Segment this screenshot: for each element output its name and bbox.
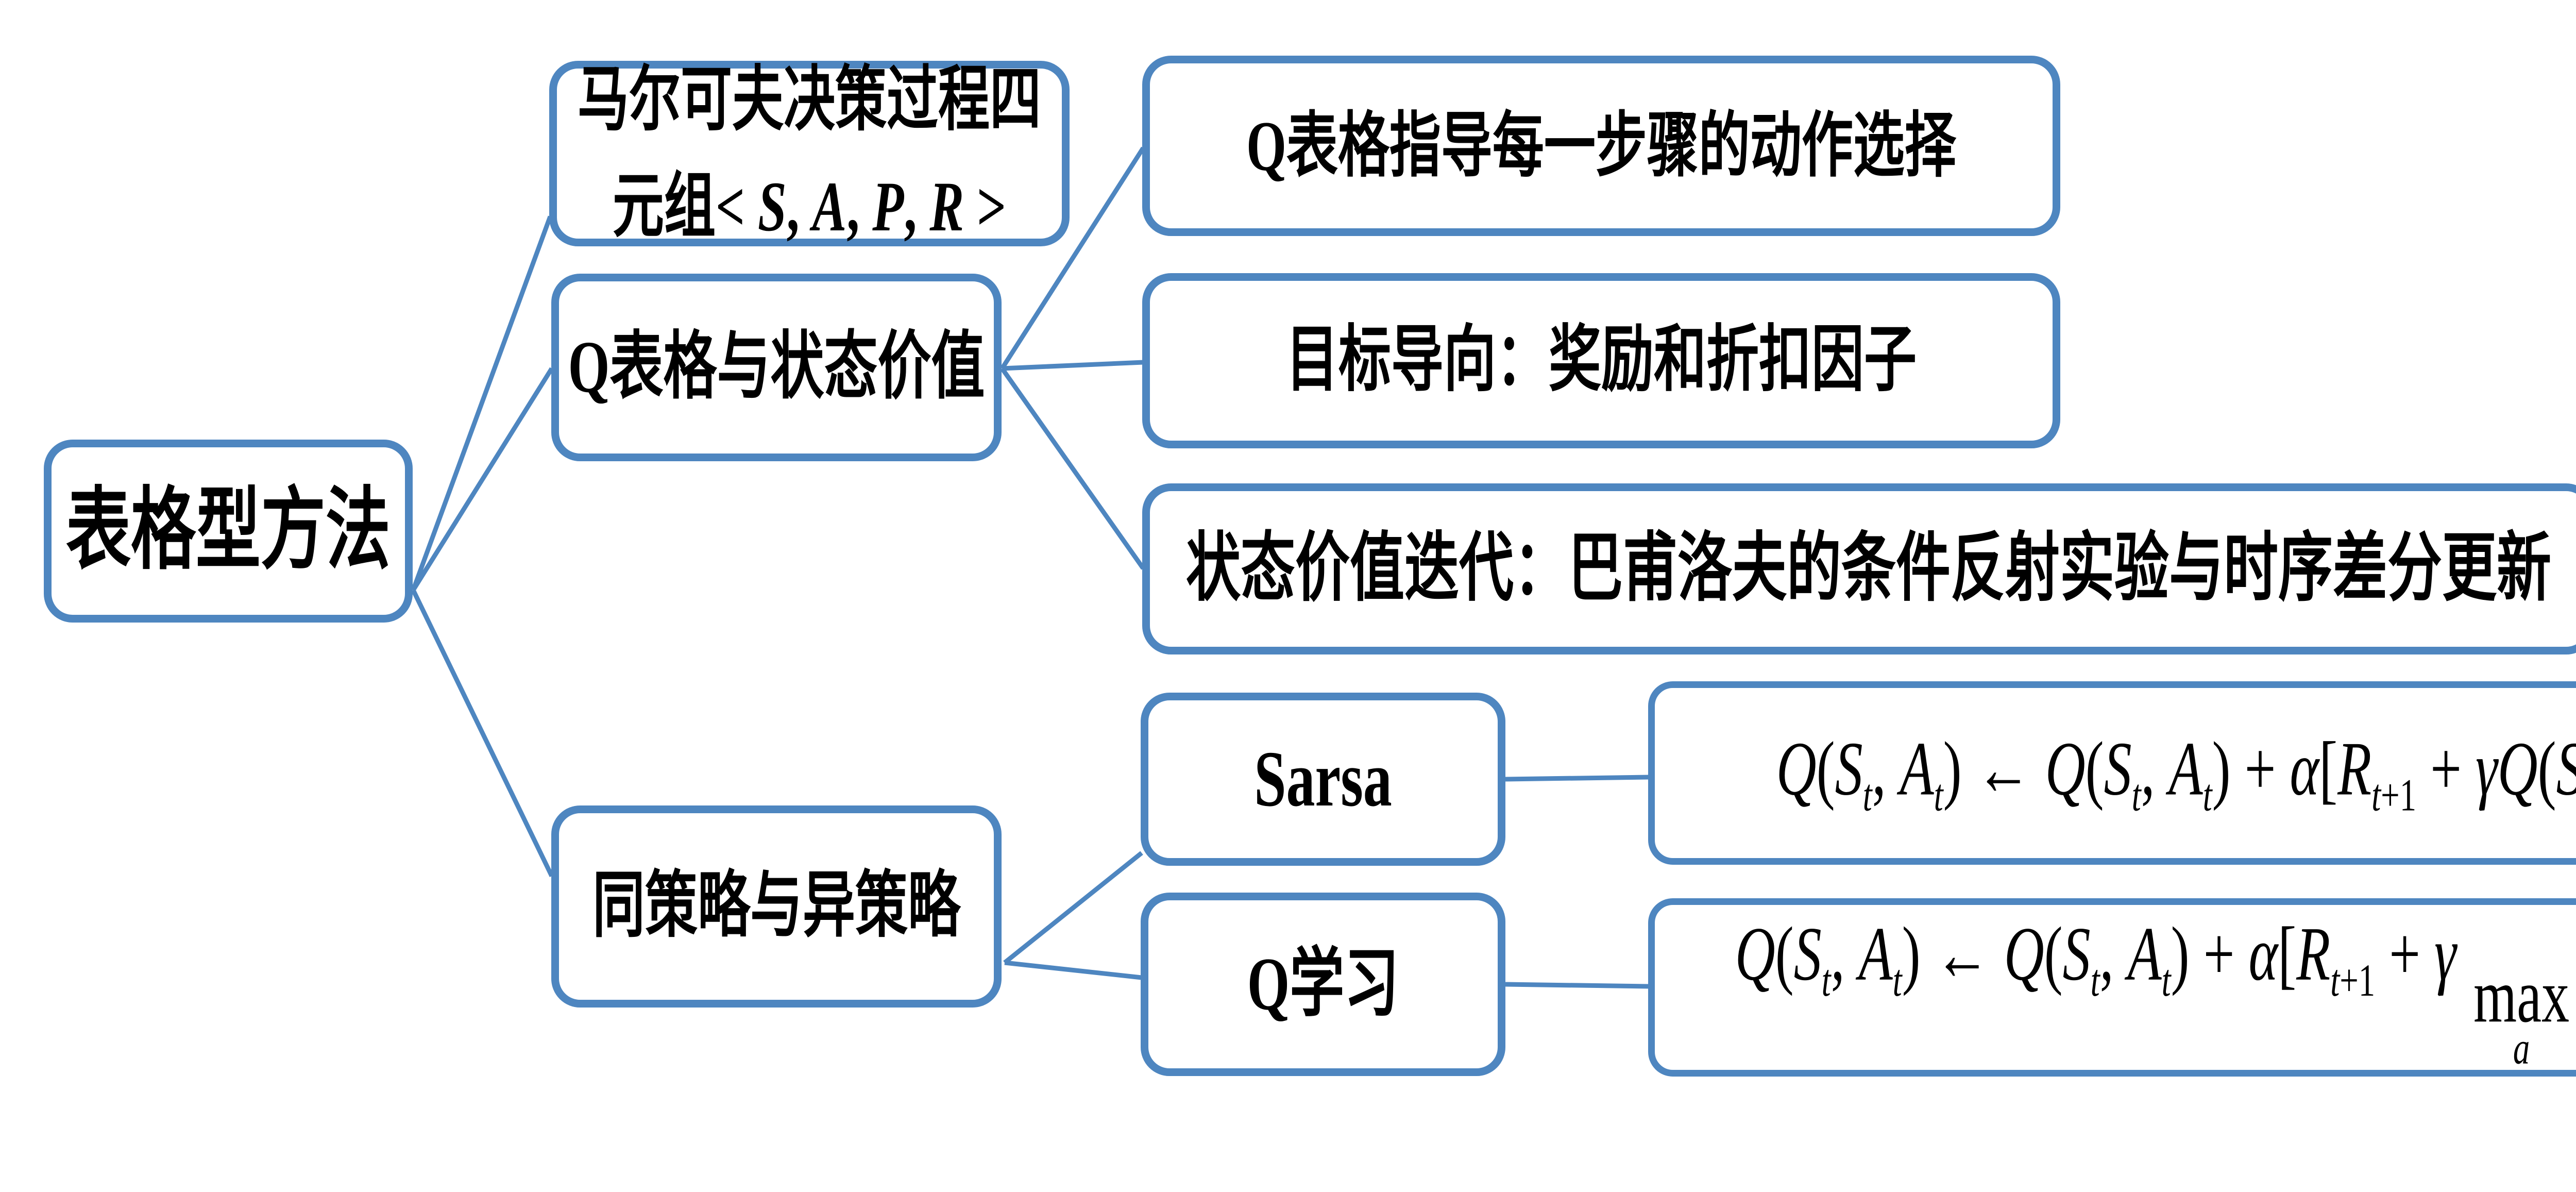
edge-policy-qlearning <box>1004 960 1142 980</box>
node-root-tabular-methods: 表格型方法 <box>44 440 413 623</box>
node-label: 目标导向：奖励和折扣因子 <box>1286 320 1917 401</box>
node-goal-oriented-reward-discount: 目标导向：奖励和折扣因子 <box>1142 273 2060 448</box>
node-qlearning: Q学习 <box>1141 893 1505 1076</box>
node-label: Sarsa <box>1254 735 1392 824</box>
node-label-line2: 元组< S, A, P, R > <box>612 167 1007 246</box>
node-label: Q表格指导每一步骤的动作选择 <box>1246 106 1956 186</box>
edge-qtable-goal <box>1002 360 1144 371</box>
node-label: 表格型方法 <box>66 481 391 581</box>
edge-qtable-iteration <box>1000 367 1145 570</box>
node-state-value-iteration: 状态价值迭代：巴甫洛夫的条件反射实验与时序差分更新 <box>1142 483 2576 654</box>
node-qtable-action-selection: Q表格指导每一步骤的动作选择 <box>1142 56 2060 236</box>
node-sarsa-update-formula: Q(St, At) ← Q(St, At) + α[Rt+1 + γQ(St+1… <box>1648 681 2576 865</box>
node-label-line1: 马尔可夫决策过程四 <box>578 60 1041 140</box>
node-qtable-state-value: Q表格与状态价值 <box>551 274 1002 461</box>
sarsa-formula-text: Q(St, At) ← Q(St, At) + α[Rt+1 + γQ(St+1… <box>1776 727 2576 821</box>
edge-root-markov <box>411 215 553 591</box>
edge-root-policy <box>411 589 554 877</box>
edge-root-qtable <box>411 367 554 592</box>
node-sarsa: Sarsa <box>1141 693 1505 866</box>
edge-sarsa-formula <box>1505 775 1650 782</box>
node-label: 状态价值迭代：巴甫洛夫的条件反射实验与时序差分更新 <box>1186 527 2551 610</box>
edge-qtable-guide <box>1000 146 1145 370</box>
edge-policy-sarsa <box>1003 851 1143 965</box>
node-label: 同策略与异策略 <box>592 866 960 947</box>
node-label: Q学习 <box>1247 942 1399 1026</box>
node-onpolicy-offpolicy: 同策略与异策略 <box>551 805 1002 1008</box>
node-markov-decision-process: 马尔可夫决策过程四 元组< S, A, P, R > <box>549 60 1070 246</box>
edge-qlearning-formula <box>1505 982 1650 989</box>
node-label: Q表格与状态价值 <box>568 326 985 408</box>
